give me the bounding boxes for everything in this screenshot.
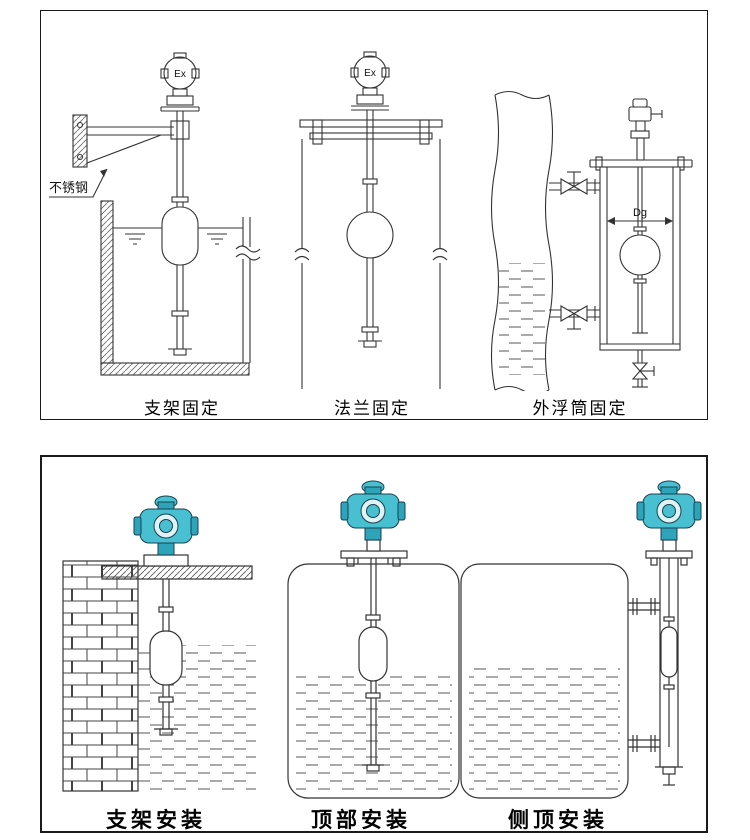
external-chamber-diagram xyxy=(490,90,693,391)
flange-mount-diagram xyxy=(294,51,448,389)
fixing-methods-panel: Ex 不锈钢 xyxy=(40,10,708,420)
ex-label: Ex xyxy=(174,69,186,80)
installation-methods-panel: 支架安装 顶部安装 侧顶安装 xyxy=(40,455,708,833)
ex-label: Ex xyxy=(364,68,376,79)
stainless-steel-label: 不锈钢 xyxy=(49,180,88,195)
caption-side-top-install: 侧顶安装 xyxy=(508,809,608,832)
top-install-diagram xyxy=(287,480,460,799)
caption-chamber-fixing: 外浮筒固定 xyxy=(532,399,628,418)
caption-top-install: 顶部安装 xyxy=(311,809,411,832)
bracket-install-diagram xyxy=(62,495,256,792)
caption-bracket-fixing: 支架固定 xyxy=(144,399,220,418)
dg-label: Dg xyxy=(633,207,647,219)
bottom-diagrams-svg xyxy=(62,480,702,799)
caption-bracket-install: 支架安装 xyxy=(106,809,206,832)
top-diagrams-svg: Ex 不锈钢 xyxy=(49,51,693,391)
caption-flange-fixing: 法兰固定 xyxy=(334,399,410,418)
side-top-install-diagram xyxy=(460,480,702,799)
bracket-mount-diagram xyxy=(49,52,261,376)
